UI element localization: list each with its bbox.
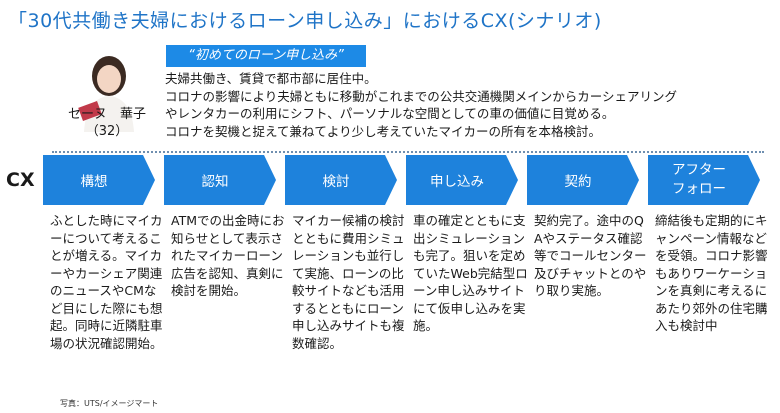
step-application: 申し込み: [406, 155, 518, 205]
scenario-line: やレンタカーの利用にシフト、パーソナルな空間としての車の価値に目覚める。: [165, 106, 615, 121]
step-after-follow: アフター フォロー: [648, 155, 760, 205]
column-awareness: ATMでの出金時にお知らせとして表示されたマイカーローン広告を認知、真剣に検討を…: [171, 213, 285, 298]
cx-label: CX: [6, 169, 35, 191]
column-application: 車の確定とともに支出シミュレーションも完了。狙いを定めていたWeb完結型ローン申…: [413, 213, 528, 333]
scenario-line: コロナを契機と捉えて兼ねてより少し考えていたマイカーの所有を本格検討。: [165, 123, 602, 139]
step-awareness: 認知: [164, 155, 276, 205]
persona-age: （32）: [85, 124, 129, 139]
scenario-line: コロナの影響により夫婦ともに移動がこれまでの公共交通機関メインからカーシェアリン…: [165, 88, 678, 104]
scenario-line: 夫婦共働き、賃貸で都市部に居住中。: [165, 71, 377, 86]
column-concept: ふとした時にマイカーについて考えることが増える。マイカーやカーシェア関連のニュー…: [50, 213, 163, 351]
step-contract: 契約: [527, 155, 639, 205]
cx-steps: 構想 認知 検討 申し込み 契約 アフター フォロー: [43, 155, 773, 207]
scenario-description: 夫婦共働き、賃貸で都市部に居住中。 コロナの影響により夫婦ともに移動がこれまでの…: [165, 70, 765, 140]
photo-credit: 写真：UTS/イメージマート: [60, 399, 159, 408]
persona-name: セーヌ 華子: [67, 107, 146, 122]
column-contract: 契約完了。途中のQAやステータス確認等でコールセンター及びチャットとのやり取り実…: [534, 213, 647, 298]
column-consideration: マイカー候補の検討とともに費用シミュレーションも並行して実施、ローンの比較サイト…: [292, 213, 405, 351]
scenario-badge: “初めてのローン申し込み”: [166, 45, 366, 67]
page-title: 「30代共働き夫婦におけるローン申し込み」におけるCX(シナリオ): [8, 10, 602, 32]
persona-name-block: セーヌ 華子 （32）: [52, 106, 162, 140]
persona-photo: [64, 46, 154, 132]
divider: [52, 151, 764, 153]
step-consideration: 検討: [285, 155, 397, 205]
column-after-follow: 締結後も定期的にキャンペーン情報などを受領。コロナ影響もありワーケーションを真剣…: [655, 213, 768, 333]
step-concept: 構想: [43, 155, 155, 205]
